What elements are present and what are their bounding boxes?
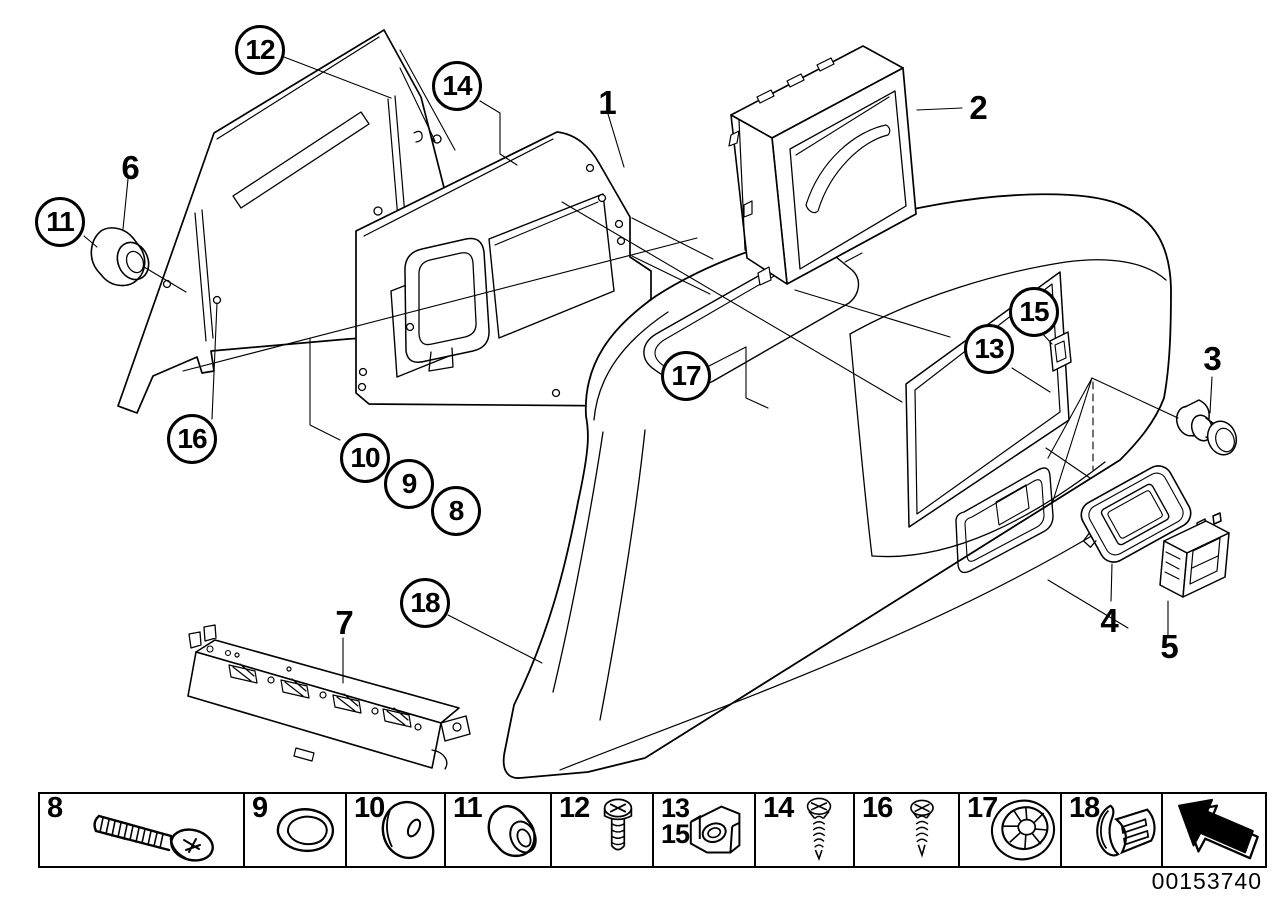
callout-label-6[interactable]: 6 bbox=[121, 149, 139, 186]
legend-number: 10 bbox=[354, 792, 385, 824]
washer-grommet-icon bbox=[381, 800, 435, 860]
callout-circle-10[interactable]: 10 bbox=[340, 433, 390, 483]
bushing-icon bbox=[487, 805, 537, 858]
callout-label-2[interactable]: 2 bbox=[969, 89, 987, 126]
legend-cell-17[interactable]: 17 bbox=[960, 794, 1062, 866]
callout-circle-15[interactable]: 15 bbox=[1009, 287, 1059, 337]
legend-cell-9[interactable]: 9 bbox=[245, 794, 347, 866]
legend-number: 11 bbox=[453, 792, 483, 824]
legend-number: 8 bbox=[47, 792, 63, 824]
cigarette-lighter-part3 bbox=[1175, 399, 1238, 456]
pan-head-screw-icon bbox=[603, 798, 633, 851]
display-module-part2 bbox=[728, 45, 917, 286]
callout-circle-9[interactable]: 9 bbox=[384, 459, 434, 509]
rocker-switch-part5 bbox=[1159, 512, 1230, 598]
bezel-part4 bbox=[1080, 465, 1192, 563]
cage-nut-icon bbox=[689, 805, 741, 854]
teardrop-clip-icon bbox=[276, 808, 335, 852]
legend-cell-18[interactable]: 18 bbox=[1062, 794, 1163, 866]
callout-circle-11[interactable]: 11 bbox=[35, 197, 85, 247]
legend-number-stack: 13 15 bbox=[661, 793, 690, 850]
tapping-screw-icon bbox=[910, 799, 934, 858]
oval-head-screw-icon bbox=[806, 797, 832, 861]
callout-circle-14[interactable]: 14 bbox=[432, 61, 482, 111]
legend-cell-13-15[interactable]: 13 15 bbox=[654, 794, 756, 866]
callout-label-4[interactable]: 4 bbox=[1100, 602, 1118, 639]
callout-label-1[interactable]: 1 bbox=[598, 84, 616, 121]
callout-circle-12[interactable]: 12 bbox=[235, 25, 285, 75]
legend-cell-12[interactable]: 12 bbox=[552, 794, 654, 866]
legend-number: 17 bbox=[967, 792, 998, 824]
mounting-bracket-part1 bbox=[355, 131, 652, 407]
callout-circle-13[interactable]: 13 bbox=[964, 324, 1014, 374]
bolt-icon bbox=[93, 814, 214, 862]
legend-cell-8[interactable]: 8 bbox=[40, 794, 245, 866]
callout-label-5[interactable]: 5 bbox=[1160, 628, 1178, 665]
spring-clip-icon bbox=[1096, 804, 1156, 857]
legend-number: 12 bbox=[559, 792, 590, 824]
carrier-bracket-part7 bbox=[187, 624, 471, 770]
legend-cell-11[interactable]: 11 bbox=[446, 794, 552, 866]
legend-cell-arrow[interactable] bbox=[1163, 794, 1265, 866]
legend-number: 9 bbox=[252, 792, 268, 824]
drawing-number: 00153740 bbox=[1151, 868, 1262, 894]
callout-label-3[interactable]: 3 bbox=[1203, 340, 1221, 377]
spoked-grommet-icon bbox=[990, 799, 1056, 861]
direction-arrow-icon bbox=[1178, 798, 1259, 860]
legend-cell-16[interactable]: 16 bbox=[855, 794, 960, 866]
fastener-legend-strip: 8 9 10 11 bbox=[38, 792, 1267, 868]
legend-cell-10[interactable]: 10 bbox=[347, 794, 446, 866]
callout-circle-8[interactable]: 8 bbox=[431, 486, 481, 536]
legend-number: 14 bbox=[763, 792, 794, 824]
callout-label-7[interactable]: 7 bbox=[335, 604, 353, 641]
callout-circle-16[interactable]: 16 bbox=[167, 414, 217, 464]
legend-cell-14[interactable]: 14 bbox=[756, 794, 855, 866]
callout-circle-18[interactable]: 18 bbox=[400, 578, 450, 628]
legend-number: 18 bbox=[1069, 792, 1100, 824]
bushing-part6 bbox=[90, 227, 150, 287]
callout-circle-17[interactable]: 17 bbox=[661, 351, 711, 401]
legend-number: 16 bbox=[862, 792, 893, 824]
leader-lines bbox=[83, 49, 1213, 684]
